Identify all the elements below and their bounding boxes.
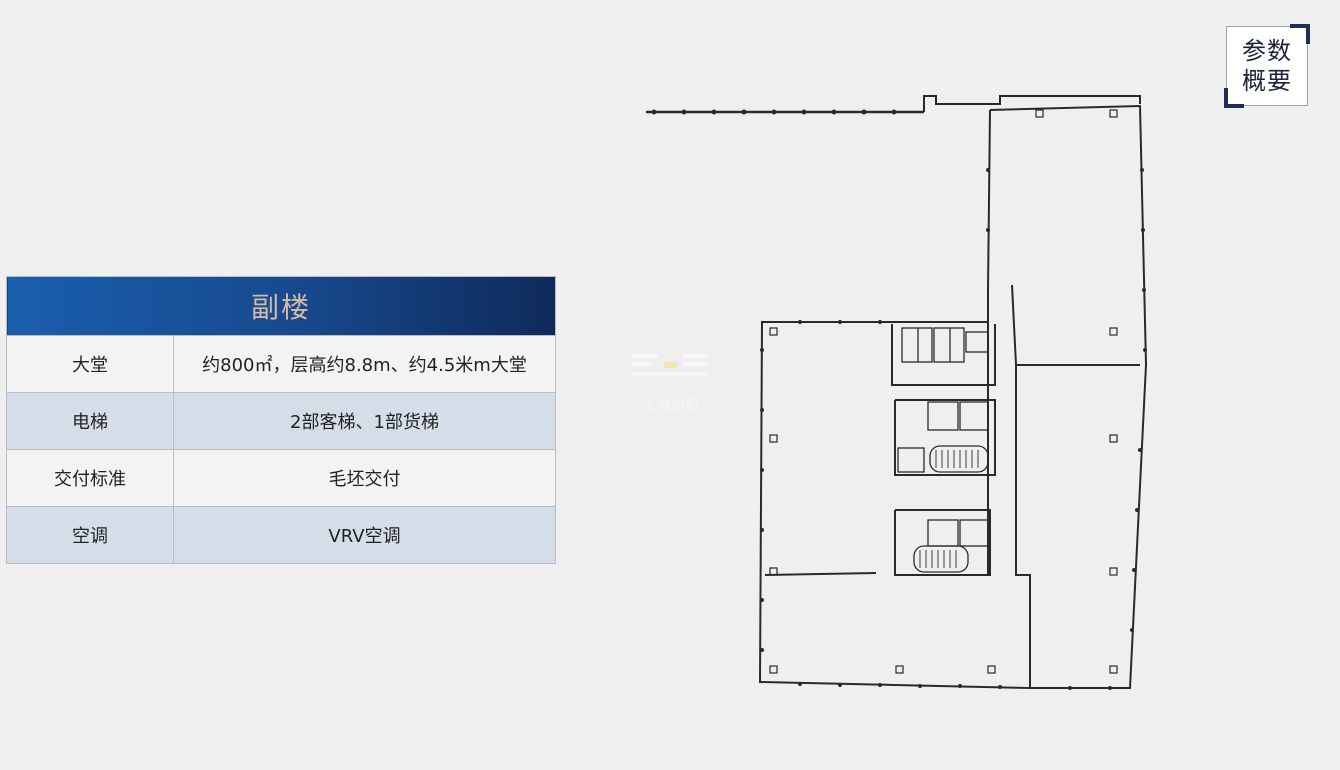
section-badge: 参数 概要: [1224, 24, 1310, 108]
table-title: 副楼: [6, 276, 556, 336]
table-row-delivery: 交付标准 毛坯交付: [6, 449, 556, 507]
row-label-elevator: 电梯: [6, 392, 174, 450]
badge-corner-bottom-left: [1224, 88, 1244, 108]
floor-plan-diagram: [646, 95, 1148, 690]
table-row-ac: 空调 VRV空调: [6, 506, 556, 564]
row-value-ac: VRV空调: [173, 506, 556, 564]
table-row-elevator: 电梯 2部客梯、1部货梯: [6, 392, 556, 450]
badge-corner-top-right: [1290, 24, 1310, 44]
row-label-delivery: 交付标准: [6, 449, 174, 507]
row-label-ac: 空调: [6, 506, 174, 564]
badge-line-2: 概要: [1242, 67, 1292, 95]
table-row-lobby: 大堂 约800㎡，层高约8.8m、约4.5米m大堂: [6, 335, 556, 393]
row-value-delivery: 毛坯交付: [173, 449, 556, 507]
row-label-lobby: 大堂: [6, 335, 174, 393]
badge-line-1: 参数: [1242, 37, 1292, 65]
table-title-row: 副楼: [6, 276, 556, 336]
spec-table: 副楼 大堂 约800㎡，层高约8.8m、约4.5米m大堂 电梯 2部客梯、1部货…: [6, 276, 556, 564]
row-value-lobby: 约800㎡，层高约8.8m、约4.5米m大堂: [173, 335, 556, 393]
watermark-text: 上海出租: [643, 398, 699, 414]
watermark-logo: 上海出租: [632, 354, 708, 414]
row-value-elevator: 2部客梯、1部货梯: [173, 392, 556, 450]
